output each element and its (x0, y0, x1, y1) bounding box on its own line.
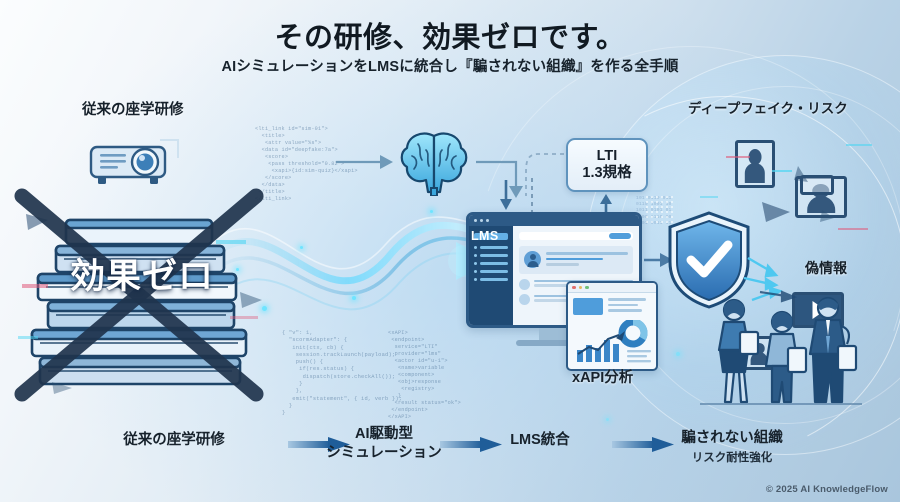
spark-dot (676, 352, 680, 356)
analytics-charts (577, 318, 651, 363)
text-lines (608, 298, 646, 315)
list-item[interactable] (519, 278, 633, 290)
code-decoration-left: <lti_link id="sim-01"> <title> <attr val… (255, 126, 358, 203)
ai-brain-icon (400, 132, 468, 196)
spark-dot (300, 246, 303, 249)
flow-arrow-1 (288, 437, 350, 452)
xapi-analytics-card (566, 281, 658, 371)
lms-main-content (513, 226, 639, 325)
arrow-brain-to-lms (476, 160, 523, 198)
window-titlebar (469, 215, 639, 226)
monitor-stand-neck (539, 328, 569, 340)
user-profile-card (519, 246, 633, 274)
code-decoration-mid: { "v": 1, "scormAdapter": { init(ctx, cb… (282, 330, 403, 417)
sidebar-item[interactable] (474, 246, 508, 249)
spark-dot (430, 210, 433, 213)
spark-dot (352, 296, 356, 300)
lti-badge-line2: 1.3規格 (582, 165, 632, 181)
avatar (524, 251, 541, 268)
flow-arrow-3 (612, 437, 674, 452)
glitch-shards-decoration (762, 166, 834, 222)
code-decoration-right: <xAPI> <endpoint> service="LTI" provider… (388, 330, 461, 421)
glitch-line (838, 228, 868, 230)
label-deepfake-risk: ディープフェイク・リスク (688, 101, 848, 116)
flow-step-1: 従来の座学研修 (84, 431, 264, 450)
arrow-down-to-monitor (500, 180, 512, 210)
face-frame-icon (735, 140, 775, 188)
sidebar-item[interactable] (474, 254, 508, 257)
course-list (519, 278, 633, 305)
spark-dot (606, 418, 609, 421)
flow-step-3: LMS統合 (450, 431, 630, 450)
monitor-stand-base (516, 340, 592, 346)
glitch-line (700, 196, 718, 198)
flow-step-1-label: 従来の座学研修 (123, 432, 225, 448)
lms-sidebar (469, 226, 513, 325)
lti-standard-badge: LTI 1.3規格 (566, 138, 648, 192)
copyright-notice: © 2025 AI KnowledgeFlow (765, 484, 888, 495)
window-titlebar (568, 283, 656, 293)
label-xapi-analytics: xAPI分析 (572, 370, 634, 386)
search-input[interactable] (519, 232, 633, 240)
zero-effect-stamp: 効果ゼロ (69, 257, 214, 296)
lms-screen-label: LMS (471, 229, 499, 243)
sidebar-item[interactable] (474, 270, 508, 273)
arrow-to-brain (336, 155, 393, 169)
list-item[interactable] (519, 293, 633, 305)
sidebar-item[interactable] (474, 262, 508, 265)
label-traditional-classroom: 従来の座学研修 (82, 102, 184, 118)
lti-badge-line1: LTI (596, 148, 618, 165)
dashed-connector (531, 178, 533, 214)
flow-step-3-label: LMS統合 (510, 432, 570, 448)
flow-step-4-label: 騙されない組織 (681, 430, 783, 446)
security-shield-icon (668, 211, 750, 309)
business-people-illustration (700, 296, 862, 405)
label-fake-information: 偽情報 (805, 260, 847, 276)
flow-step-4-sublabel: リスク耐性強化 (691, 451, 773, 464)
page-subtitle: AIシミュレーションをLMSに統合し『騙されない組織』を作る全手順 (221, 59, 679, 75)
sidebar-item[interactable] (474, 278, 508, 281)
flow-arrow-2 (440, 437, 502, 452)
projector-icon (89, 139, 179, 184)
process-flow: 従来の座学研修 AI駆動型 シミュレーション LMS統合 騙されない組織 リスク… (0, 425, 900, 481)
thumbnail-block (573, 298, 603, 315)
flow-step-2: AI駆動型 シミュレーション (284, 425, 484, 462)
profile-text-lines (546, 251, 628, 269)
message-box-icon (800, 175, 834, 195)
glitch-line (846, 144, 872, 146)
spread-arrows-decoration (743, 256, 798, 303)
flow-step-2-label-line1: AI駆動型 (355, 426, 413, 442)
flow-step-2-label-line2: シミュレーション (326, 444, 442, 461)
flow-step-4: 騙されない組織 リスク耐性強化 (602, 429, 862, 465)
page-title: その研修、効果ゼロです。 (274, 22, 626, 54)
